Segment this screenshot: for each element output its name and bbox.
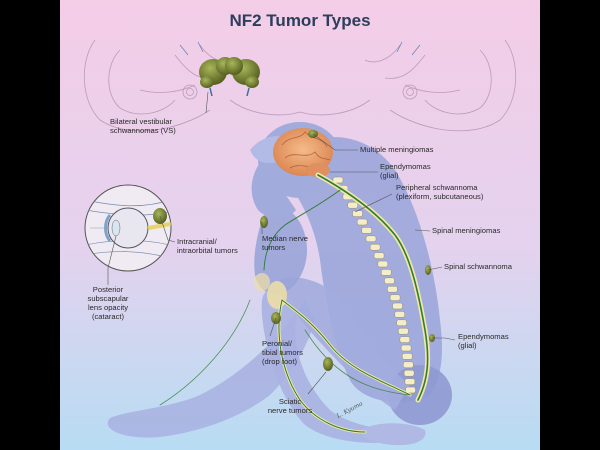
vertebra bbox=[400, 344, 412, 352]
label-spinal-meningiomas: Spinal meningiomas bbox=[432, 226, 501, 235]
label-line: subscapular bbox=[88, 294, 129, 303]
vertebra bbox=[352, 210, 363, 217]
vertebra bbox=[398, 327, 409, 335]
vertebra bbox=[392, 302, 403, 310]
label-multiple-meningiomas: Multiple meningiomas bbox=[360, 145, 434, 154]
label-line: Peronial/ bbox=[262, 339, 293, 348]
label-line: Multiple meningiomas bbox=[360, 145, 434, 154]
label-line: Intracranial/ bbox=[177, 237, 218, 246]
label-line: nerve tumors bbox=[268, 406, 313, 415]
vertebra bbox=[396, 319, 407, 327]
vertebra bbox=[404, 378, 416, 385]
label-line: tumors bbox=[262, 243, 285, 252]
vertebra bbox=[347, 201, 358, 209]
label-line: schwannomas (VS) bbox=[110, 126, 176, 135]
label-peroneal-tibial-tumors: Peronial/tibial tumors(drop foot) bbox=[262, 339, 303, 366]
label-line: tibial tumors bbox=[262, 348, 303, 357]
median-nerve-tumor bbox=[260, 216, 268, 228]
vertebra bbox=[394, 311, 405, 318]
vertebra bbox=[332, 176, 344, 184]
label-line: Posterior bbox=[93, 285, 124, 294]
vertebra bbox=[389, 294, 401, 301]
label-line: (drop foot) bbox=[262, 357, 298, 366]
label-line: intraorbital tumors bbox=[177, 246, 238, 255]
vertebra bbox=[405, 386, 416, 394]
label-line: Spinal schwannoma bbox=[444, 262, 513, 271]
vertebra bbox=[403, 369, 415, 377]
vertebra bbox=[377, 260, 389, 268]
sciatic-tumor bbox=[323, 357, 333, 371]
label-line: Sciatic bbox=[279, 397, 302, 406]
label-line: Ependymomas bbox=[458, 332, 509, 341]
eye-inset bbox=[84, 184, 172, 272]
brain bbox=[273, 128, 333, 177]
label-line: (cataract) bbox=[92, 312, 125, 321]
label-line: Median nerve bbox=[262, 234, 308, 243]
label-intracranial-tumors: Intracranial/intraorbital tumors bbox=[177, 237, 238, 255]
vestibular-schwannoma-tumors bbox=[199, 57, 260, 97]
nerve-pathways bbox=[159, 172, 431, 434]
label-line: (plexiform, subcutaneous) bbox=[396, 192, 484, 201]
vertebra bbox=[403, 361, 414, 369]
label-line: (glial) bbox=[380, 171, 399, 180]
label-spinal-schwannoma: Spinal schwannoma bbox=[444, 262, 513, 271]
label-ependymomas-bottom: Ependymomas(glial) bbox=[458, 332, 509, 350]
vertebra bbox=[380, 269, 392, 276]
label-line: Peripheral schwannoma bbox=[396, 183, 478, 192]
vertebra bbox=[369, 243, 381, 251]
vertebra bbox=[361, 227, 372, 234]
leader-lines bbox=[107, 91, 456, 395]
vertebra bbox=[384, 277, 395, 285]
label-line: Spinal meningiomas bbox=[432, 226, 501, 235]
diagram-title: NF2 Tumor Types bbox=[229, 11, 370, 30]
vertebra bbox=[387, 285, 398, 293]
label-line: Ependymomas bbox=[380, 162, 431, 171]
vertebra bbox=[399, 336, 411, 343]
label-line: (glial) bbox=[458, 341, 477, 350]
seated-figure bbox=[107, 122, 452, 446]
vertebra bbox=[373, 252, 385, 259]
label-line: lens opacity bbox=[88, 303, 128, 312]
label-ependymomas-top: Ependymomas(glial) bbox=[380, 162, 431, 180]
vertebra bbox=[365, 235, 377, 243]
vertebra bbox=[356, 218, 368, 226]
label-line: Bilateral vestibular bbox=[110, 117, 173, 126]
spinal-column bbox=[332, 176, 416, 394]
label-peripheral-schwannoma: Peripheral schwannoma(plexiform, subcuta… bbox=[396, 183, 484, 201]
vertebra bbox=[402, 353, 413, 360]
